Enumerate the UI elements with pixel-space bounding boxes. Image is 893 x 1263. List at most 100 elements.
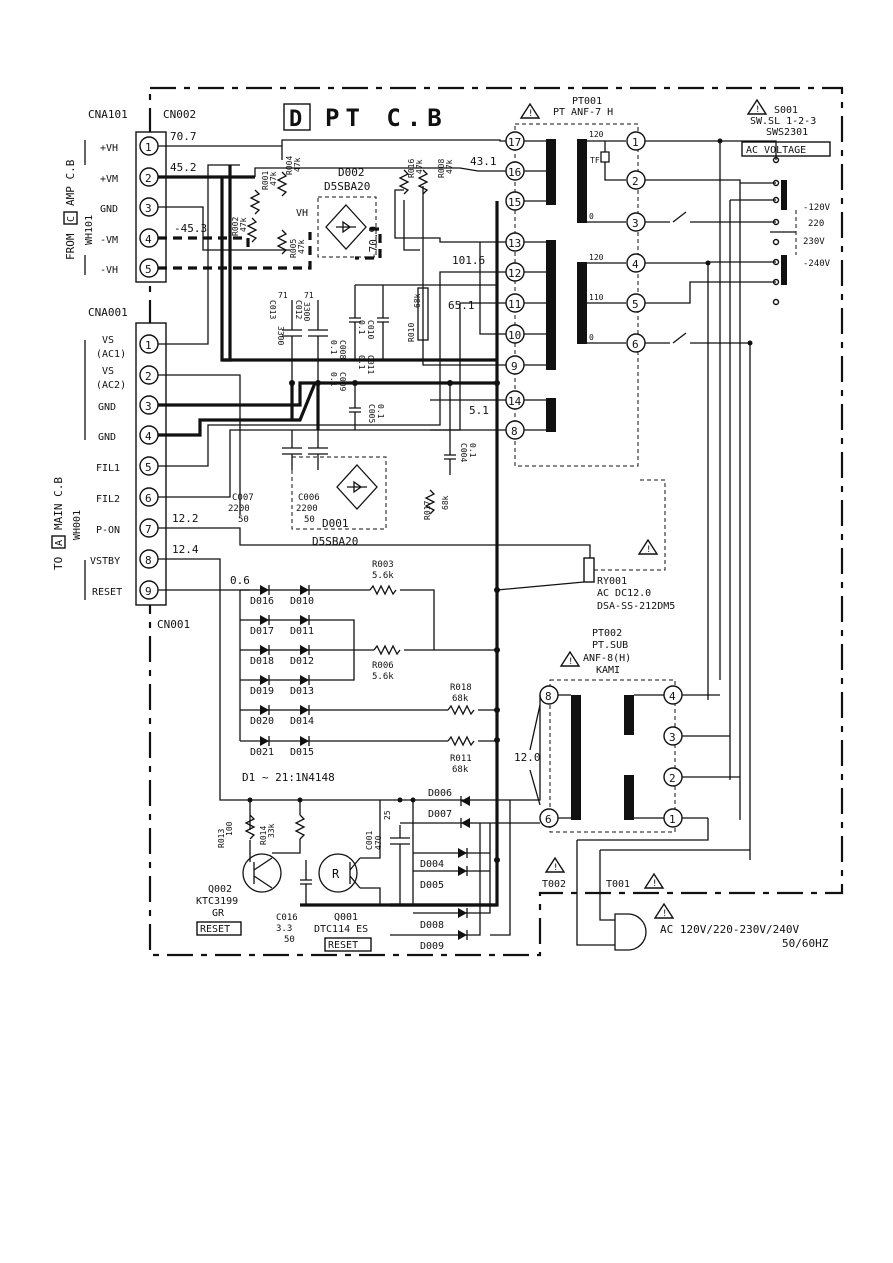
svg-text:KAMI: KAMI — [596, 665, 620, 676]
svg-text:PT002: PT002 — [592, 628, 622, 639]
cn001-pins: 1 VS(AC1) 2 VS(AC2) 3 GND 4 GND 5 FIL1 6… — [90, 334, 159, 600]
pt002: PT002 PT.SUB ! ANF-8(H) KAMI 8 6 4 3 2 1… — [514, 628, 740, 833]
svg-text:-70.9: -70.9 — [367, 226, 380, 259]
svg-text:R018: R018 — [450, 683, 472, 693]
svg-text:R011: R011 — [450, 754, 472, 764]
svg-text:5: 5 — [145, 263, 152, 276]
svg-text:C: C — [66, 216, 77, 222]
pt001-secondary-windings — [524, 139, 556, 432]
svg-text:GR: GR — [212, 908, 225, 919]
svg-text:0.1: 0.1 — [329, 340, 338, 355]
svg-text:ANF-8(H): ANF-8(H) — [583, 653, 631, 664]
svg-text:0: 0 — [589, 212, 594, 221]
svg-text:68k: 68k — [441, 495, 450, 510]
svg-text:!: ! — [553, 863, 558, 873]
svg-text:5.1: 5.1 — [469, 404, 489, 417]
svg-text:!: ! — [662, 909, 667, 919]
svg-text:4: 4 — [632, 258, 639, 271]
svg-text:68k: 68k — [452, 694, 469, 704]
svg-text:0: 0 — [589, 333, 594, 342]
svg-text:D007: D007 — [428, 809, 452, 820]
svg-text:65.1: 65.1 — [448, 299, 475, 312]
svg-text:230V: 230V — [803, 237, 825, 247]
svg-text:0.1: 0.1 — [357, 355, 366, 370]
svg-text:2: 2 — [669, 772, 676, 785]
diode-ladder: D016 D010 D017 D011 D018 D012 D019 D013 … — [239, 585, 497, 784]
svg-text:25: 25 — [383, 810, 392, 820]
pt001-warning-icon: ! — [519, 102, 541, 119]
svg-text:P-ON: P-ON — [96, 525, 120, 536]
svg-text:47k: 47k — [445, 159, 454, 174]
svg-text:D008: D008 — [420, 920, 444, 931]
svg-text:KTC3199: KTC3199 — [196, 896, 238, 907]
svg-text:8: 8 — [511, 425, 518, 438]
svg-text:70.7: 70.7 — [170, 130, 197, 143]
svg-text:!: ! — [568, 657, 573, 667]
svg-text:D011: D011 — [290, 626, 314, 637]
cn002-label: CN002 — [163, 108, 196, 121]
primary-wiring — [645, 138, 777, 860]
svg-text:D5SBA20: D5SBA20 — [324, 180, 370, 193]
svg-text:R014: R014 — [259, 826, 268, 845]
svg-text:5: 5 — [145, 461, 152, 474]
svg-text:GND: GND — [100, 204, 118, 215]
svg-text:D017: D017 — [250, 626, 274, 637]
svg-text:VSTBY: VSTBY — [90, 556, 120, 567]
cn001-label: CN001 — [157, 618, 190, 631]
title-letter: D — [289, 107, 302, 132]
svg-text:0.1: 0.1 — [329, 372, 338, 387]
s001-name: SW.SL 1-2-3 — [750, 116, 816, 127]
svg-text:4: 4 — [669, 690, 676, 703]
svg-text:DTC114 ES: DTC114 ES — [314, 924, 368, 935]
s001-contacts: -120V 220 230V -240V — [770, 156, 831, 306]
svg-text:6: 6 — [632, 338, 639, 351]
from-amp-label: FROM C AMP C.B — [63, 159, 78, 260]
svg-text:0.1: 0.1 — [357, 320, 366, 335]
svg-text:47k: 47k — [293, 157, 302, 172]
svg-text:D020: D020 — [250, 716, 274, 727]
svg-text:3: 3 — [669, 731, 676, 744]
svg-text:4: 4 — [145, 233, 152, 246]
svg-text:!: ! — [755, 105, 760, 115]
svg-text:C016: C016 — [276, 913, 298, 923]
svg-text:12.0: 12.0 — [514, 751, 541, 764]
svg-text:TO: TO — [52, 557, 65, 570]
svg-text:6: 6 — [145, 492, 152, 505]
svg-text:-VM: -VM — [100, 235, 118, 246]
svg-text:(AC2): (AC2) — [96, 380, 126, 391]
caps-small: C008 0.1 C010 0.1 C009 0.1 C011 0.1 C005… — [329, 285, 477, 475]
svg-text:4: 4 — [145, 430, 152, 443]
svg-text:2200: 2200 — [296, 504, 318, 514]
svg-text:50: 50 — [238, 515, 249, 525]
title-text: PT C.B — [325, 104, 448, 132]
svg-text:C008: C008 — [338, 340, 347, 359]
svg-text:68k: 68k — [413, 293, 422, 308]
svg-text:D013: D013 — [290, 686, 314, 697]
svg-text:Q002: Q002 — [208, 884, 232, 895]
d001-bridge: D001 D5SBA20 — [291, 456, 387, 548]
svg-text:47k: 47k — [297, 239, 306, 254]
svg-text:C001: C001 — [365, 831, 374, 850]
svg-text:3: 3 — [632, 217, 639, 230]
svg-text:DSA-SS-212DM5: DSA-SS-212DM5 — [597, 601, 675, 612]
svg-text:A: A — [54, 540, 65, 546]
svg-text:R002: R002 — [231, 217, 240, 236]
svg-text:9: 9 — [145, 585, 152, 598]
svg-text:C012: C012 — [294, 300, 303, 319]
reset-circuit: R013 100 R014 33k Q002 KTC3199 GR RESET … — [196, 797, 416, 952]
svg-text:C004: C004 — [459, 443, 468, 462]
svg-text:Q001: Q001 — [334, 912, 358, 923]
cn002-pin-4: 4 -VM — [100, 228, 159, 248]
svg-text:D5SBA20: D5SBA20 — [312, 535, 358, 548]
svg-text:3.3: 3.3 — [276, 924, 292, 934]
svg-text:R010: R010 — [407, 323, 416, 342]
svg-text:RESET: RESET — [200, 924, 230, 935]
to-main-label: TO A MAIN C.B — [51, 477, 66, 570]
svg-text:-120V: -120V — [803, 203, 831, 213]
svg-text:110: 110 — [589, 293, 604, 302]
svg-text:R004: R004 — [285, 156, 294, 175]
cna101-label: CNA101 — [88, 108, 128, 121]
svg-text:9: 9 — [511, 360, 518, 373]
svg-text:R: R — [332, 867, 340, 881]
svg-text:D010: D010 — [290, 596, 314, 607]
